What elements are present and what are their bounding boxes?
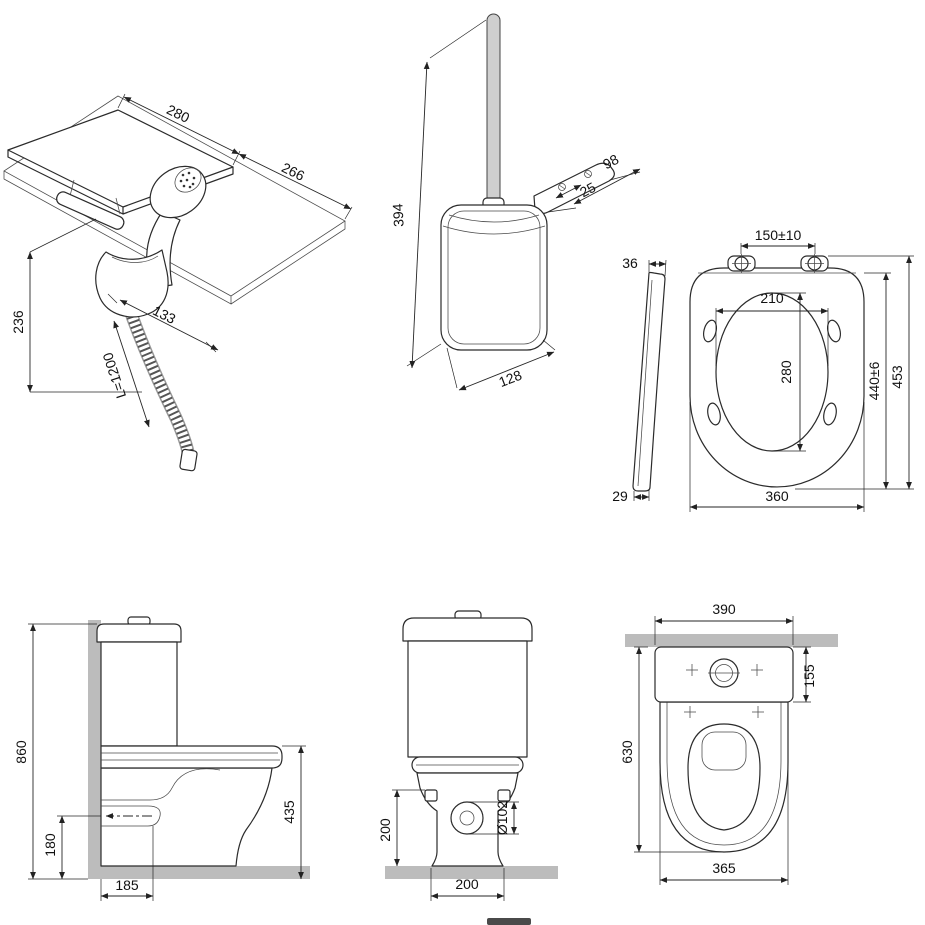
tank-fixing-crosses (686, 664, 763, 676)
watermark-artifact (487, 918, 531, 925)
dim-plate-inset: 25 (577, 179, 598, 201)
floor-section (88, 866, 310, 879)
seat-opening (715, 292, 829, 452)
wall-section (625, 634, 838, 647)
sprayer-head (149, 165, 207, 219)
seat-bumper (707, 402, 721, 426)
outlet-circle (450, 801, 484, 835)
dim-tank-width: 390 (712, 601, 736, 617)
dim-mount-spacing: 200 (455, 876, 479, 892)
dim-seat-thickness-rear: 29 (612, 488, 628, 504)
seat-bumper (823, 402, 837, 426)
dim-outlet-diameter: Ø102 (494, 801, 510, 835)
mount-lug (497, 789, 511, 802)
dim-tank-depth: 155 (801, 664, 817, 688)
dim-opening-length: 280 (778, 360, 794, 384)
toilet-brush-holder-diagram: 394 128 98 25 (389, 13, 641, 391)
flush-rim-detail (701, 731, 747, 771)
hose-corrugation (126, 314, 194, 454)
paper-holder-bar (56, 191, 125, 230)
dim-plate-depth: 98 (600, 151, 621, 173)
dim-hinge-spacing: 150±10 (755, 227, 802, 243)
brush-cup (440, 204, 548, 351)
mount-lug (424, 789, 438, 802)
dim-seat-length-total: 453 (889, 365, 905, 389)
wall-section (88, 620, 101, 879)
hose-fitting (179, 448, 198, 472)
dim-wc-total-height: 860 (13, 740, 29, 764)
dim-outlet-offset: 185 (115, 877, 139, 893)
dim-panel-width: 266 (279, 159, 307, 184)
toilet-seat-diagram: 36 29 150±10 210 280 440±6 453 360 (612, 227, 914, 512)
dim-cup-width: 128 (496, 367, 524, 390)
bidet-sprayer-diagram: 280 266 133 236 L=1200 (3, 93, 353, 472)
sprayer-nozzle-face (174, 167, 202, 193)
seat-side-profile (632, 271, 666, 492)
bowl-opening-top (687, 723, 761, 831)
dim-bowl-width: 365 (712, 860, 736, 876)
brush-handle (486, 13, 501, 211)
seat-lid-side (100, 745, 283, 769)
floor-section (385, 866, 558, 879)
dim-opening-width: 210 (760, 290, 784, 306)
dim-seat-width: 360 (765, 488, 789, 504)
dim-bracket-height: 236 (10, 310, 26, 334)
brush-cup-glass (447, 210, 541, 345)
tank-lid-side (96, 623, 182, 643)
dim-seat-length-hinge: 440±6 (866, 361, 882, 400)
dim-hose-length: L=1200 (99, 350, 129, 400)
dim-bowl-height: 435 (281, 800, 297, 824)
dim-shelf-width: 280 (164, 101, 192, 126)
dim-mount-height: 200 (377, 818, 393, 842)
tank-side (100, 641, 178, 747)
wc-top-view-diagram: 390 155 630 365 (619, 601, 838, 885)
tank-lid-front (402, 617, 533, 642)
hinge-hole-crosses (684, 706, 764, 718)
bowl-side (100, 767, 273, 867)
dim-seat-thickness-front: 36 (622, 255, 638, 271)
tank-front (407, 640, 528, 758)
dim-outlet-height: 180 (42, 833, 58, 857)
wc-side-view-diagram: 860 180 435 185 (13, 616, 310, 901)
dim-brush-height: 394 (389, 203, 406, 227)
wc-front-view-diagram: 200 Ø102 200 (377, 610, 558, 901)
dim-wc-depth: 630 (619, 740, 635, 764)
nozzle-dots (179, 171, 196, 189)
